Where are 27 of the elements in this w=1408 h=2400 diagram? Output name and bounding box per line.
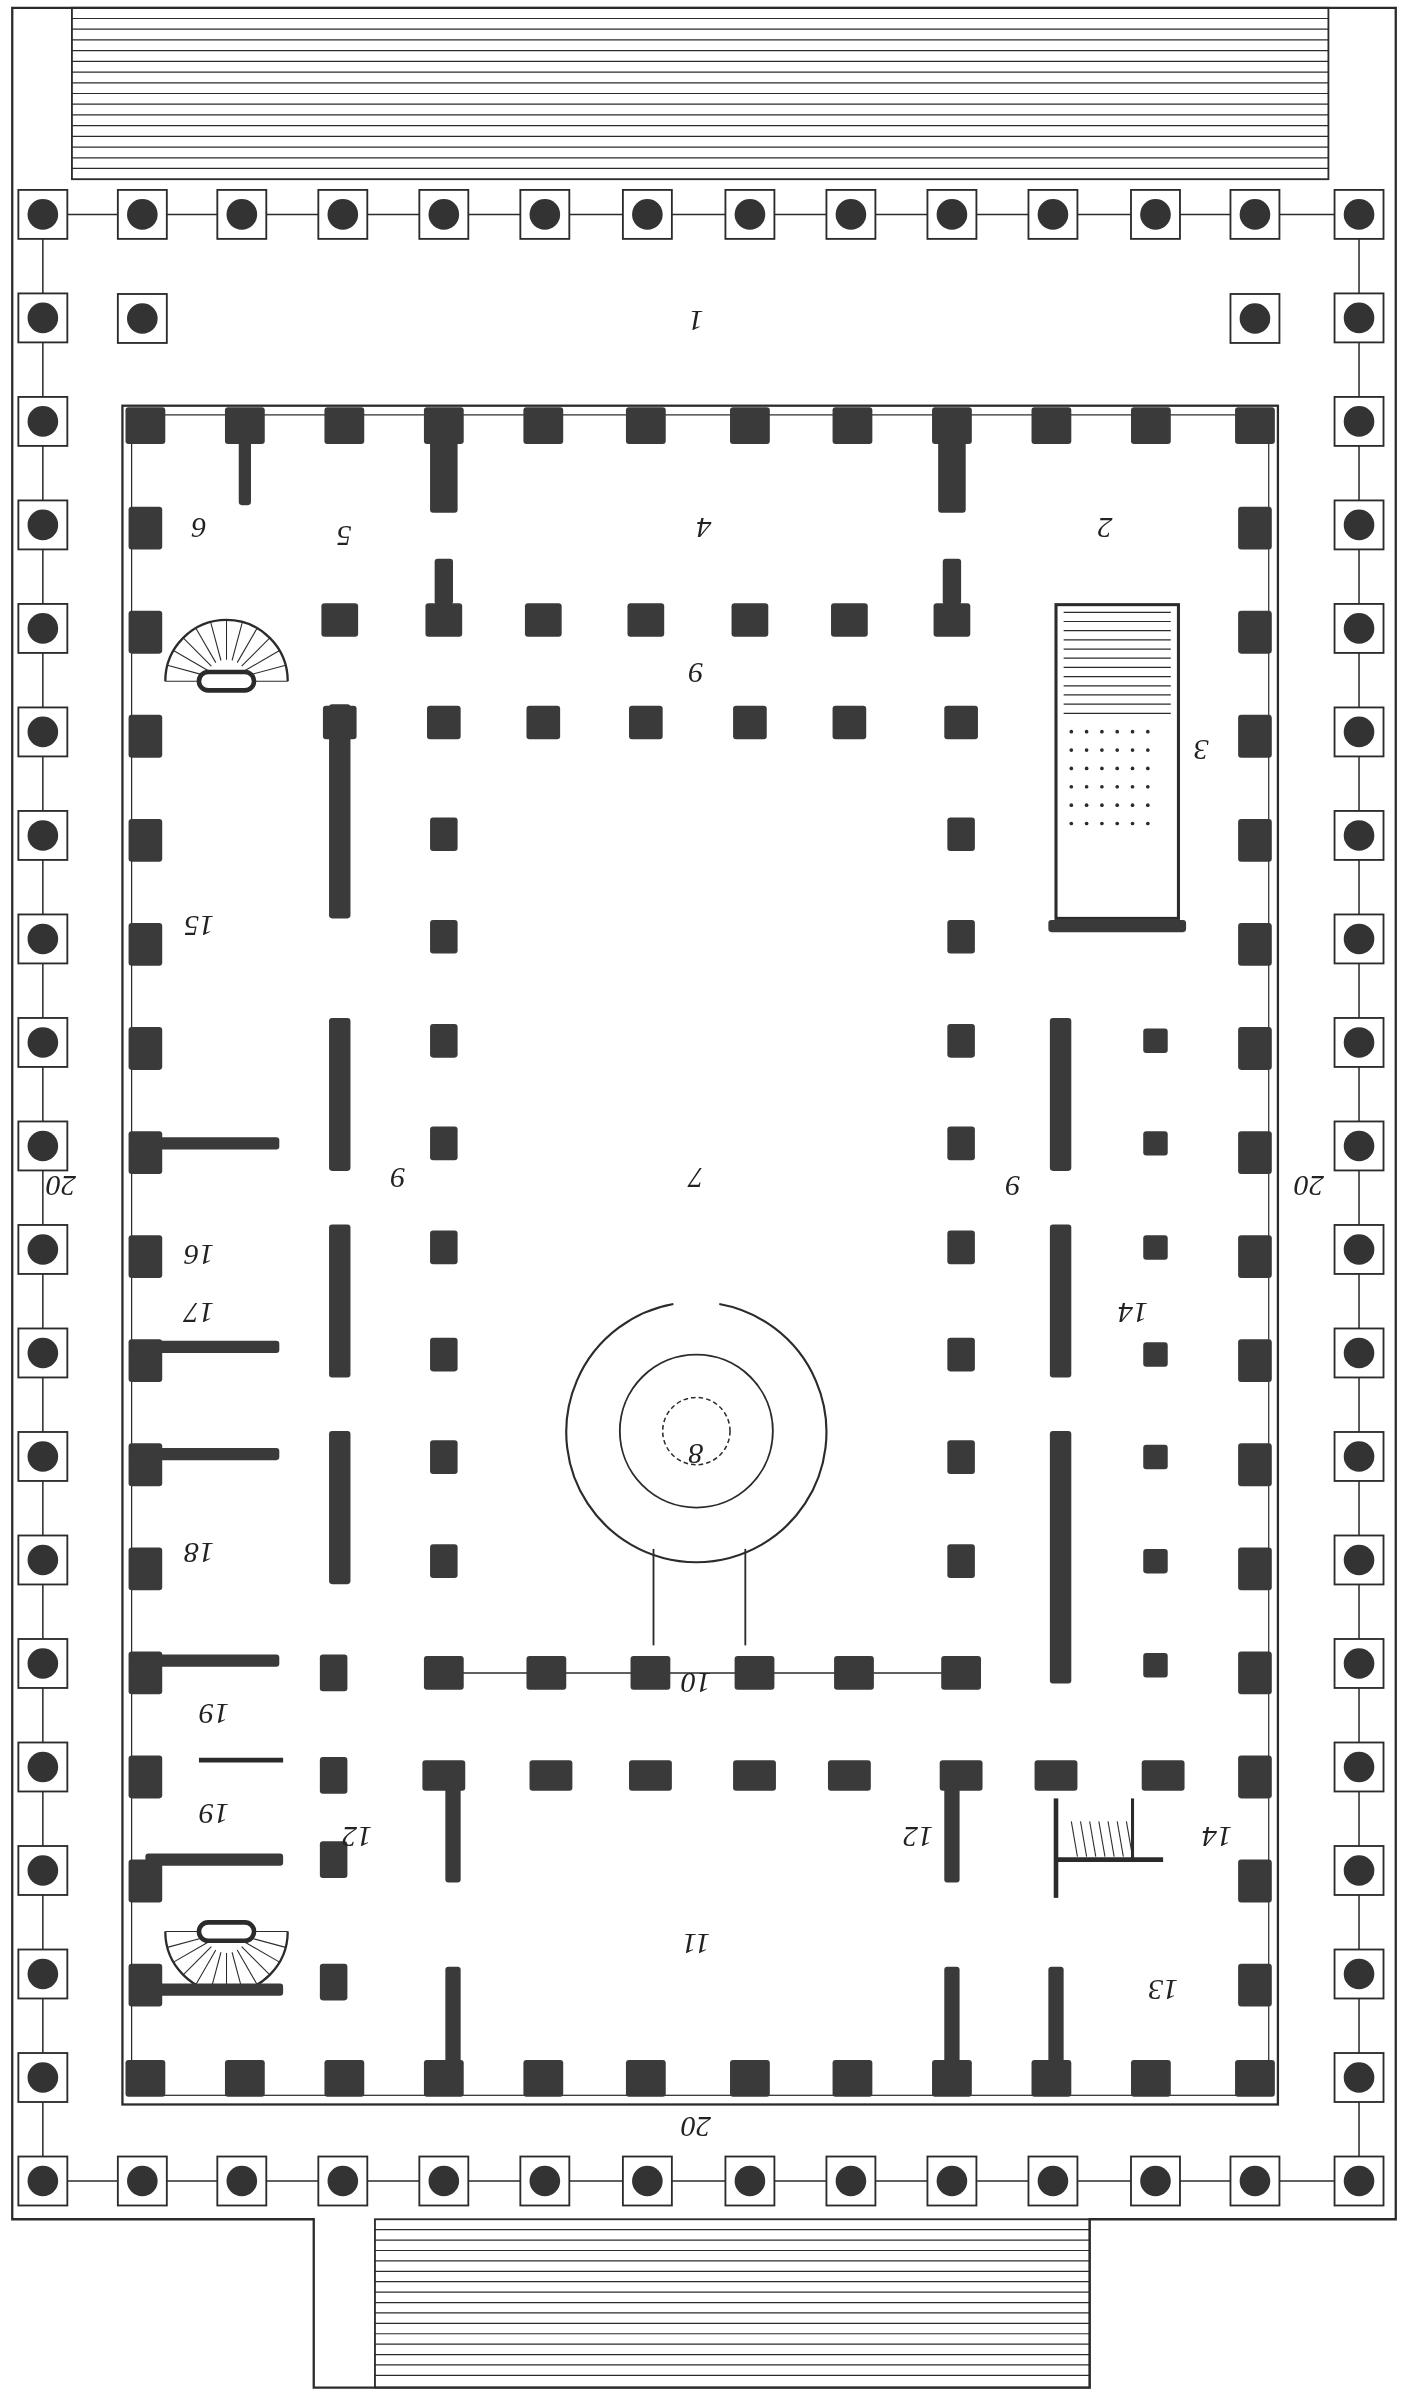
room-number: 12 [341,1821,372,1852]
room-number: 17 [183,1298,214,1329]
room-number: 1 [688,306,704,337]
room-number: 12 [903,1821,934,1852]
room-number: 4 [696,513,712,543]
room-number: 7 [688,1163,704,1194]
room-number: 14 [1201,1821,1232,1852]
room-number: 16 [183,1239,214,1270]
room-number: 10 [681,1668,712,1699]
room-number: 3 [1193,734,1209,765]
room-number: 8 [688,1438,704,1469]
room-number: 6 [191,513,207,543]
room-number: 13 [1148,1974,1179,2005]
room-number: 9 [390,1163,406,1194]
room-number: 19 [199,1699,230,1730]
room-number: 20 [46,1171,77,1202]
room-number: 18 [183,1538,214,1569]
room-number: 2 [1097,513,1113,543]
room-number: 15 [183,910,214,941]
room-number: 9 [688,658,704,689]
room-number: 19 [199,1798,230,1829]
room-number: 20 [1293,1171,1324,1202]
room-number: 5 [336,520,352,551]
room-number: 9 [1005,1171,1021,1202]
room-number: 20 [681,2112,712,2143]
room-number: 14 [1117,1298,1148,1329]
room-number: 11 [682,1928,711,1959]
